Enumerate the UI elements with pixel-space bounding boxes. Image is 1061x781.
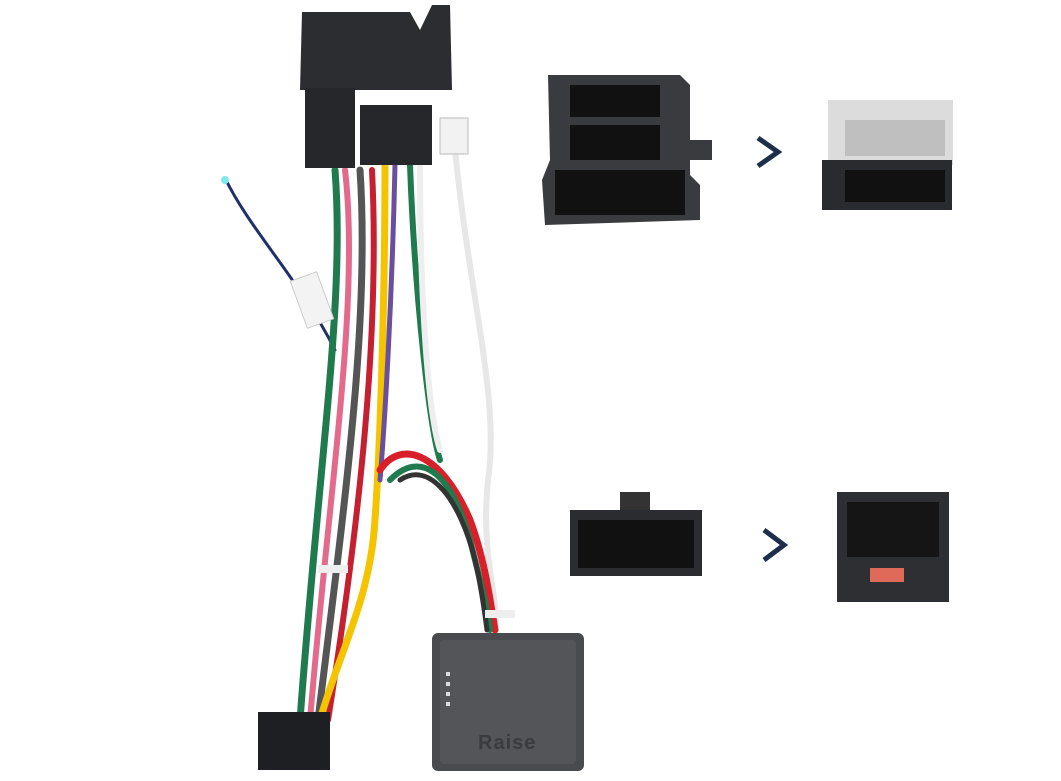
16-pin-socket: [837, 492, 949, 602]
module-brand-logo: Raise: [478, 732, 537, 754]
cable-tie: [485, 610, 515, 618]
wire-label-tag: [289, 271, 335, 329]
white-connector: [439, 117, 469, 155]
iso-connector-pair: [822, 100, 953, 210]
quadlock-connector: [300, 5, 452, 168]
canbus-box: [432, 633, 584, 771]
16-pin-plug: [570, 492, 702, 576]
antenna-tip: [221, 176, 229, 184]
iso-plug: [258, 712, 330, 770]
chevron-right-icon: [756, 135, 783, 169]
cable-tie: [318, 565, 348, 573]
chevron-right-icon: [762, 528, 789, 562]
quadlock-face-connector: [542, 75, 712, 225]
wire-bundle: [223, 147, 499, 724]
